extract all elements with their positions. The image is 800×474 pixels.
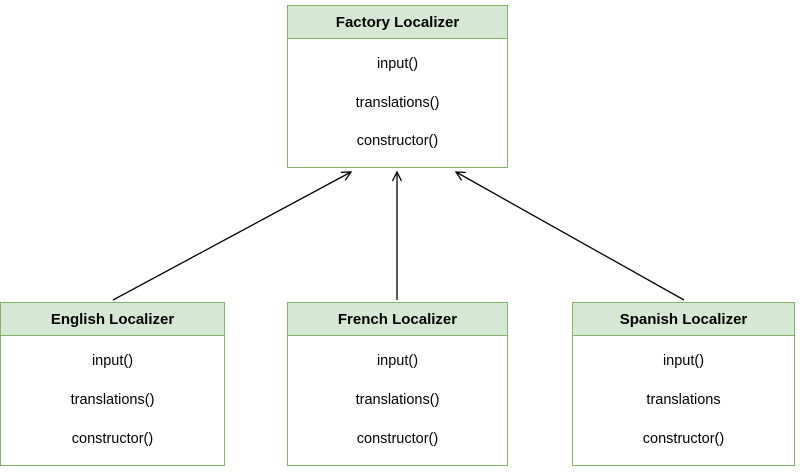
method-item: constructor(): [642, 431, 725, 448]
method-item: constructor(): [356, 133, 439, 150]
class-box-english-localizer: English Localizer input() translations()…: [0, 302, 225, 466]
arrow-english-to-factory: [112, 171, 353, 301]
class-methods: input() translations() constructor(): [288, 39, 507, 167]
method-item: input(): [376, 56, 419, 73]
arrow-spanish-to-factory: [454, 171, 685, 301]
class-box-factory-localizer: Factory Localizer input() translations()…: [287, 5, 508, 168]
class-title: Spanish Localizer: [573, 303, 794, 336]
class-title: English Localizer: [1, 303, 224, 336]
class-title: French Localizer: [288, 303, 507, 336]
method-item: translations: [646, 392, 721, 409]
class-box-french-localizer: French Localizer input() translations() …: [287, 302, 508, 466]
class-methods: input() translations() constructor(): [1, 336, 224, 465]
method-item: input(): [91, 353, 134, 370]
method-item: translations(): [355, 392, 440, 409]
method-item: input(): [662, 353, 705, 370]
class-title: Factory Localizer: [288, 6, 507, 39]
class-methods: input() translations() constructor(): [288, 336, 507, 465]
method-item: constructor(): [356, 431, 439, 448]
method-item: translations(): [70, 392, 155, 409]
method-item: constructor(): [71, 431, 154, 448]
method-item: input(): [376, 353, 419, 370]
method-item: translations(): [355, 94, 440, 111]
class-box-spanish-localizer: Spanish Localizer input() translations c…: [572, 302, 795, 466]
class-methods: input() translations constructor(): [573, 336, 794, 465]
